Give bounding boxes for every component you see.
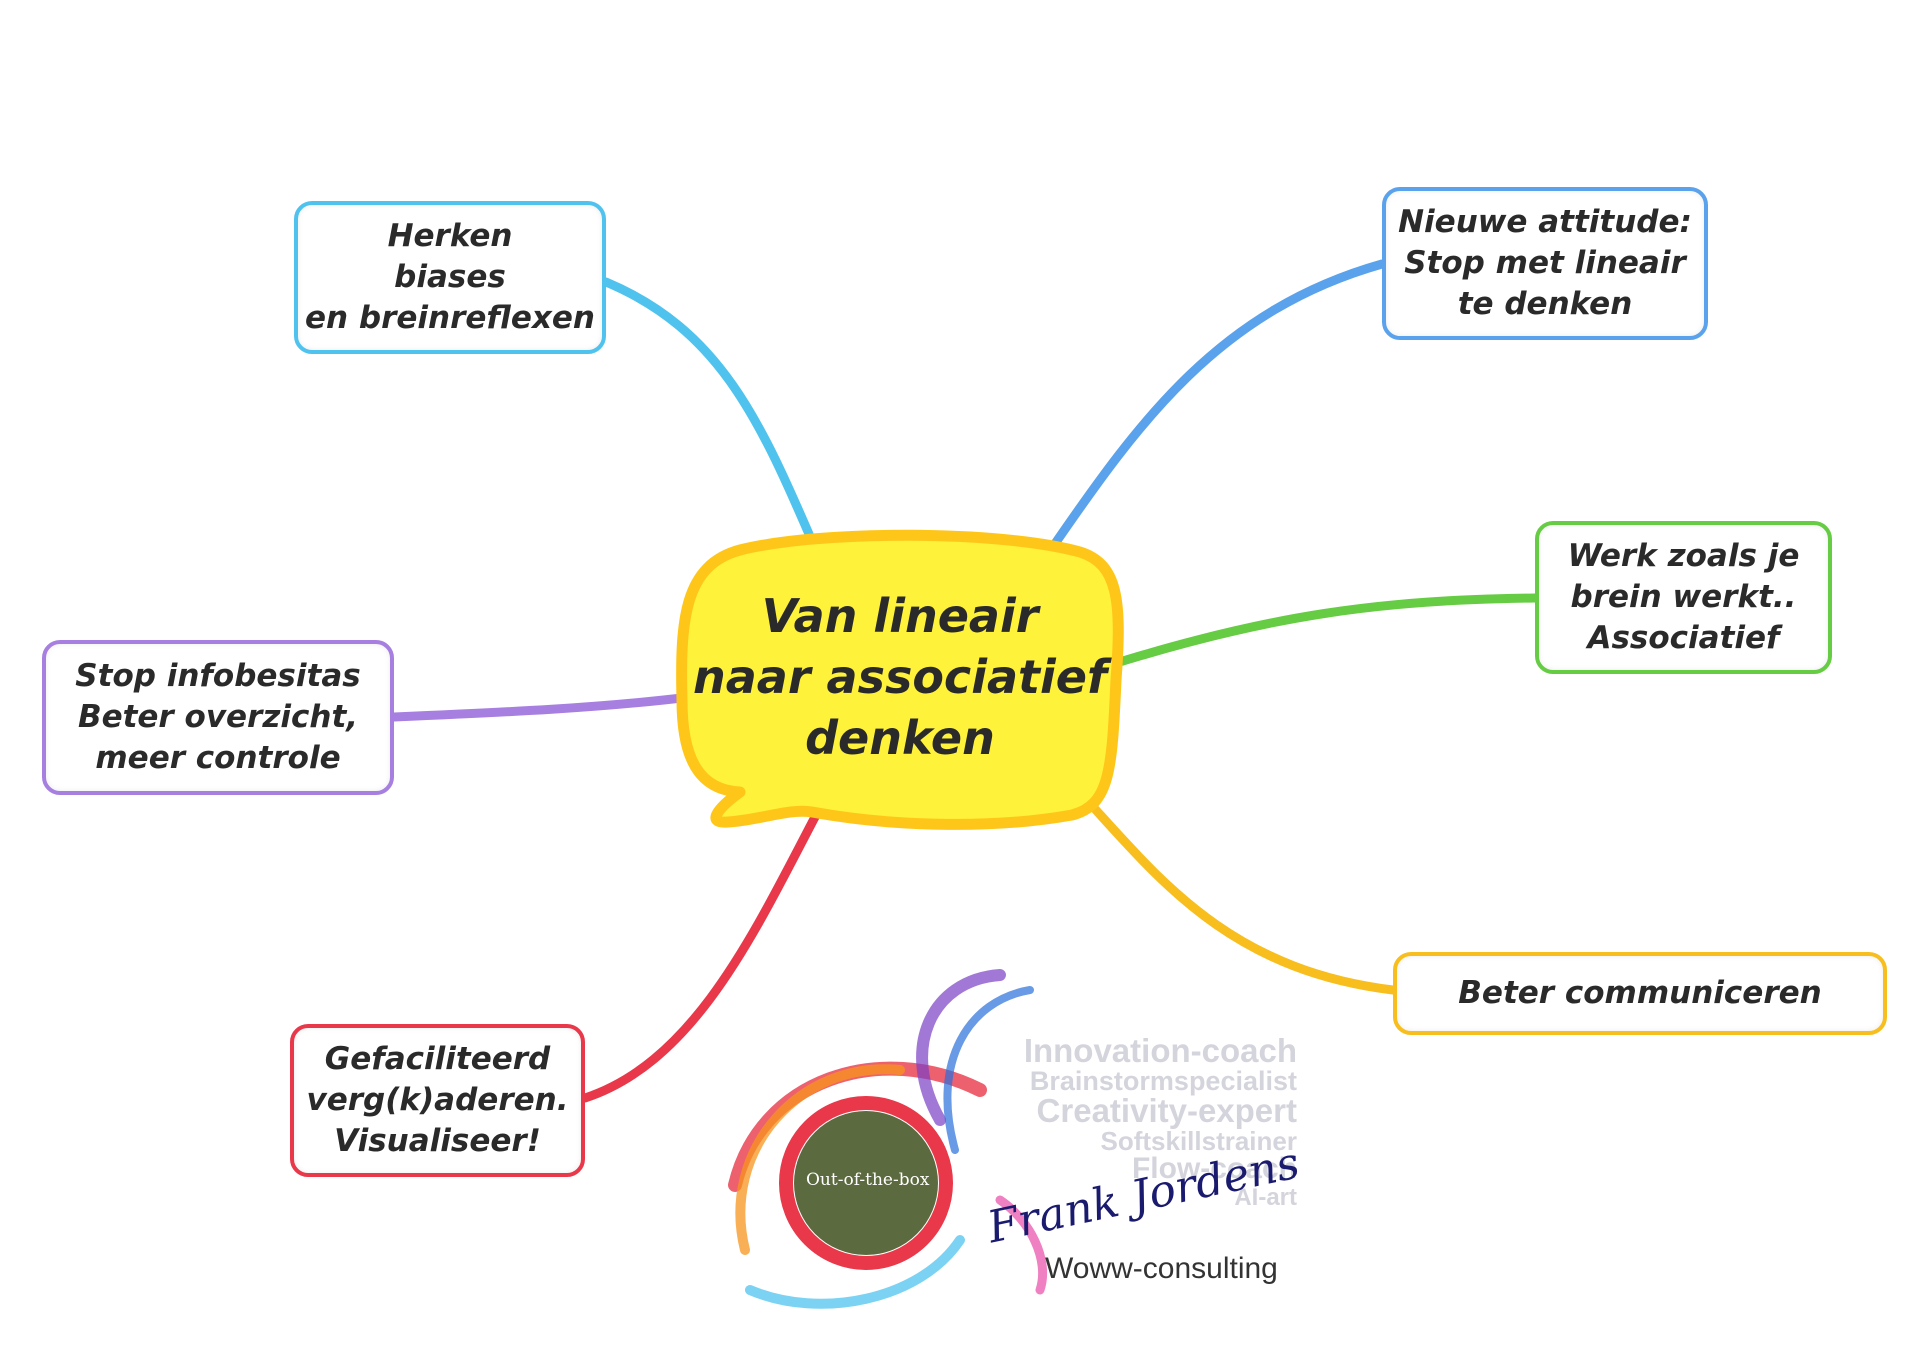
node-line: biases	[394, 259, 506, 295]
logo-center-label: Out-of-the-box	[806, 1170, 930, 1190]
node-line: Beter overzicht,	[77, 699, 359, 735]
central-topic: Van lineair naar associatief denken	[690, 585, 1110, 770]
node-herken: Herken biases en breinreflexen	[294, 201, 606, 354]
node-line: Stop met lineair	[1404, 245, 1686, 281]
node-line: Beter communiceren	[1458, 975, 1822, 1011]
logo-disc	[794, 1111, 938, 1255]
node-gefaciliteerd: Gefaciliteerd verg(k)aderen. Visualiseer…	[290, 1024, 585, 1177]
connector-werk-zoals	[1105, 593, 1540, 670]
node-line: brein werkt..	[1570, 579, 1797, 615]
node-line: Gefaciliteerd	[324, 1041, 551, 1077]
logo-role-text: Creativity-expert	[1036, 1092, 1297, 1129]
node-line: meer controle	[95, 740, 341, 776]
logo-swirl	[728, 969, 1048, 1309]
node-werk-zoals: Werk zoals je brein werkt.. Associatief	[1535, 521, 1832, 674]
node-beter-communiceren: Beter communiceren	[1393, 952, 1887, 1035]
node-nieuwe-attitude: Nieuwe attitude: Stop met lineair te den…	[1382, 187, 1708, 340]
connector-gefaciliteerd	[580, 793, 830, 1103]
connector-nieuwe-attitude	[1047, 259, 1387, 553]
central-line: naar associatief	[693, 650, 1107, 704]
logo-company: Woww-consulting	[1045, 1252, 1278, 1285]
logo-role-text: Softskillstrainer	[1100, 1126, 1297, 1156]
logo-role-text: Flow-coach	[1131, 1152, 1297, 1185]
node-line: Nieuwe attitude:	[1398, 204, 1692, 240]
logo-role-text: Brainstormspecialist	[1029, 1066, 1297, 1096]
logo-role-text: Innovation-coach	[1023, 1032, 1297, 1069]
node-stop-infobesitas: Stop infobesitas Beter overzicht, meer c…	[42, 640, 394, 795]
node-line: Herken	[387, 218, 513, 254]
node-line: Werk zoals je	[1567, 538, 1800, 574]
connector-beter-communiceren	[1080, 793, 1398, 995]
node-line: en breinreflexen	[305, 300, 595, 336]
node-line: Visualiseer!	[334, 1123, 541, 1159]
central-bubble	[676, 529, 1124, 830]
logo-ring	[779, 1096, 953, 1270]
central-line: Van lineair	[761, 589, 1039, 643]
node-line: Associatief	[1587, 620, 1780, 656]
logo-role-text: AI-art	[1234, 1184, 1297, 1211]
connector-stop-infobesitas	[389, 692, 695, 722]
node-line: te denken	[1457, 286, 1633, 322]
central-line: denken	[805, 711, 995, 765]
node-line: Stop infobesitas	[75, 658, 361, 694]
connector-herken	[601, 277, 820, 553]
node-line: verg(k)aderen.	[306, 1082, 569, 1118]
